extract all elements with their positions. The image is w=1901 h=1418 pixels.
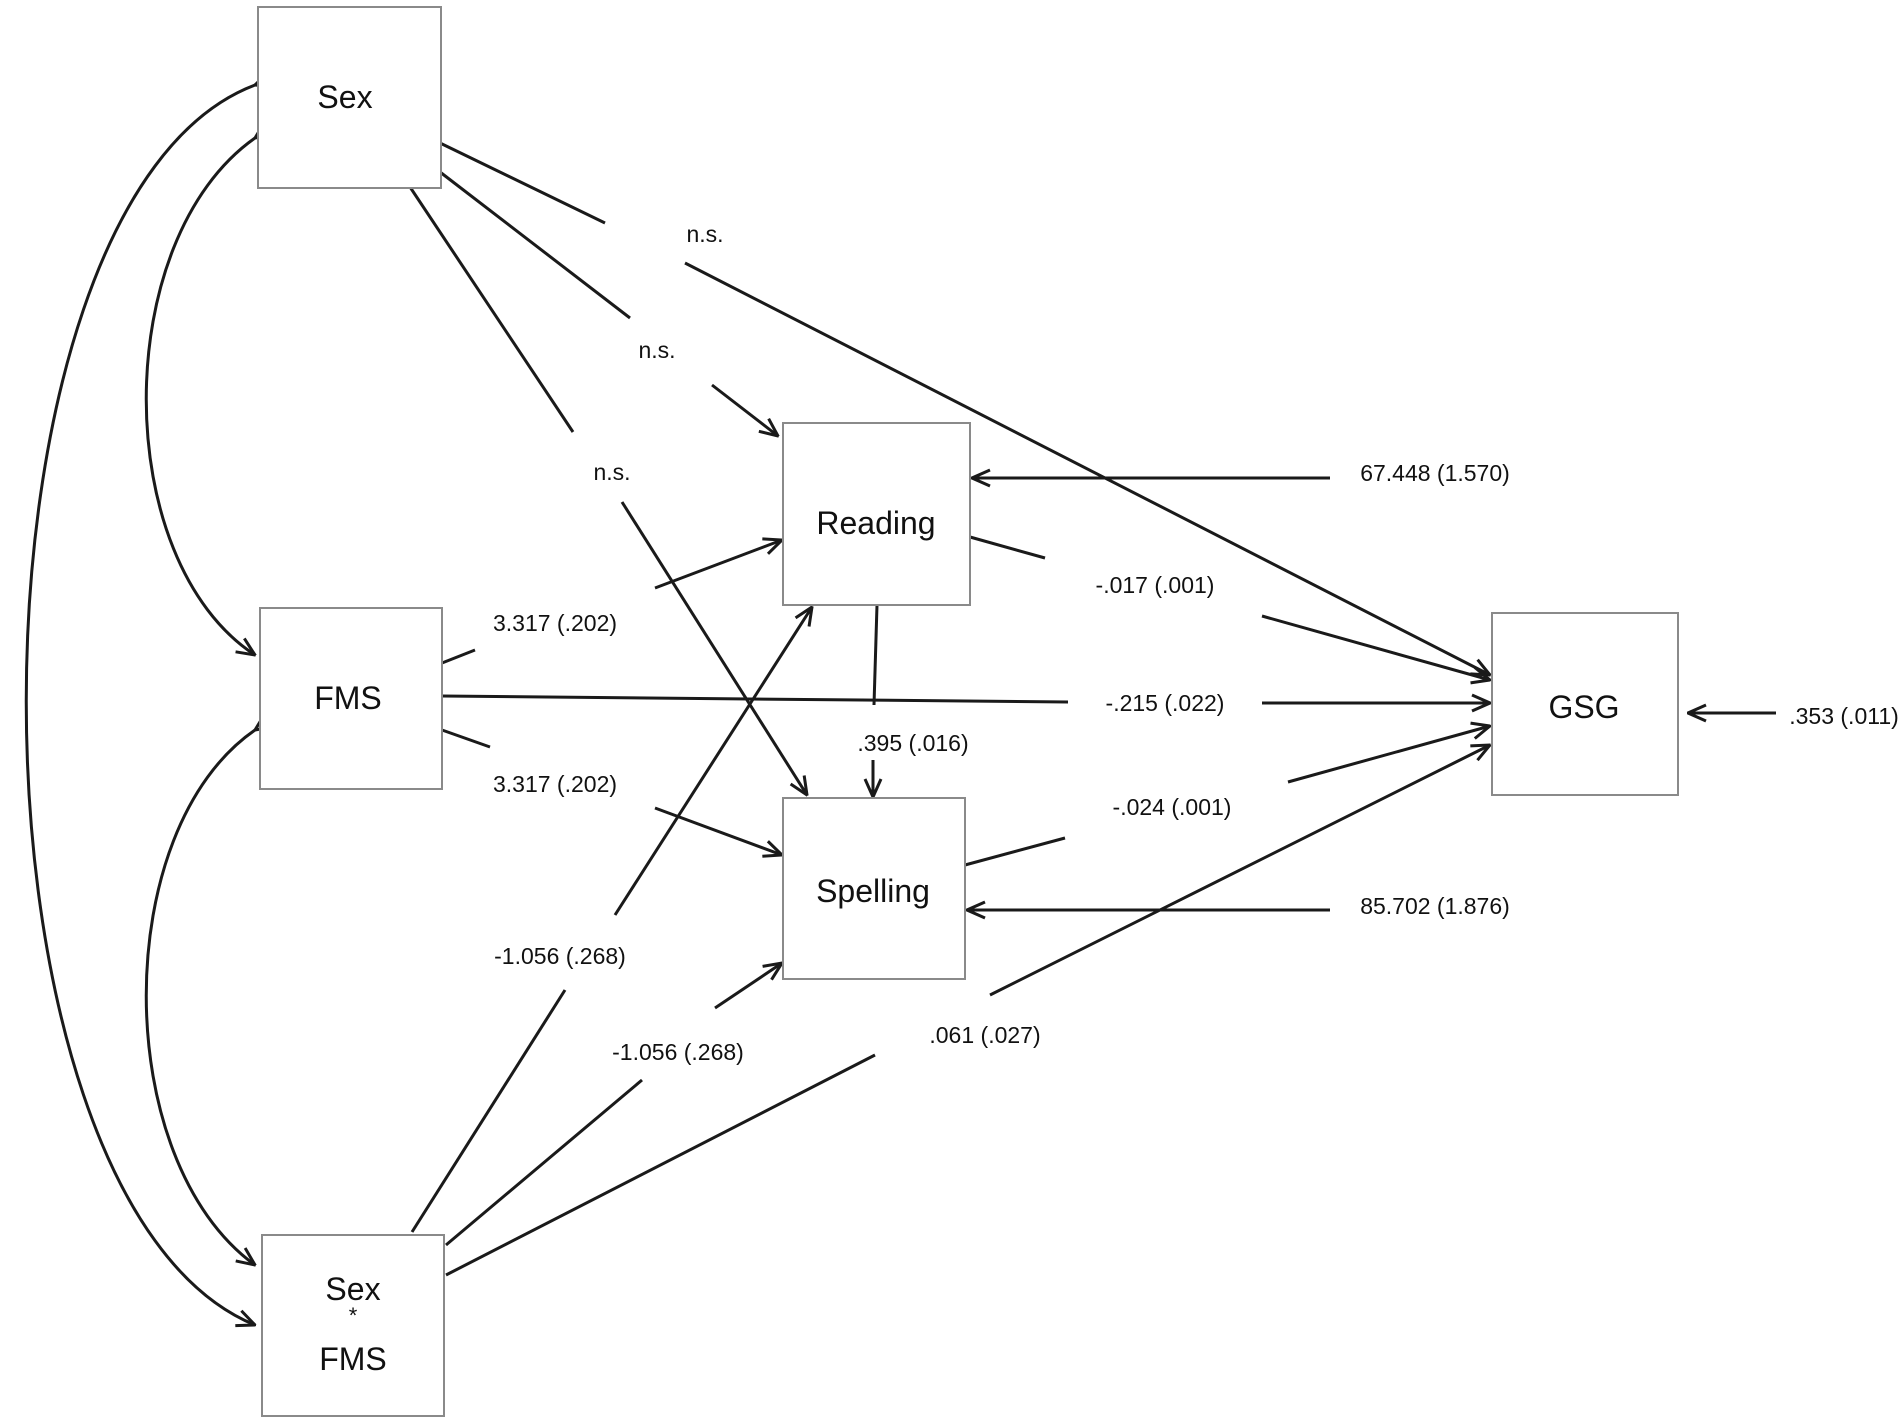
edge-sex-gsg-arrow bbox=[684, 261, 1490, 675]
edge-interaction-reading-arrow bbox=[613, 607, 812, 916]
label-residual-reading: 67.448 (1.570) bbox=[1360, 460, 1510, 486]
label-fms-spelling: 3.317 (.202) bbox=[493, 771, 617, 797]
node-interaction-line2: FMS bbox=[319, 1341, 387, 1377]
edge-interaction-spelling-arrow bbox=[714, 963, 782, 1010]
residual-labels: 67.448 (1.570) 85.702 (1.876) .353 (.011… bbox=[1360, 460, 1899, 919]
node-interaction: Sex * FMS bbox=[261, 1234, 445, 1417]
edge-fms-reading bbox=[441, 648, 476, 665]
label-residual-gsg: .353 (.011) bbox=[1789, 703, 1899, 729]
node-spelling: Spelling bbox=[782, 797, 966, 980]
edge-interaction-gsg-arrow bbox=[989, 745, 1490, 997]
node-gsg-label: GSG bbox=[1548, 689, 1619, 725]
label-residual-spelling: 85.702 (1.876) bbox=[1360, 893, 1510, 919]
edge-interaction-gsg bbox=[445, 1053, 876, 1277]
label-sex-spelling: n.s. bbox=[593, 459, 630, 485]
edge-reading-gsg-arrow bbox=[1261, 614, 1490, 680]
label-sex-gsg: n.s. bbox=[686, 221, 723, 247]
edge-sex-reading bbox=[439, 170, 631, 320]
edge-fms-spelling-arrow bbox=[654, 806, 782, 855]
edge-sex-reading-arrow bbox=[711, 383, 778, 436]
label-sex-reading: n.s. bbox=[638, 337, 675, 363]
label-interaction-gsg: .061 (.027) bbox=[929, 1022, 1040, 1048]
node-interaction-symbol: * bbox=[349, 1303, 358, 1328]
label-fms-reading: 3.317 (.202) bbox=[493, 610, 617, 636]
node-fms: FMS bbox=[259, 607, 443, 790]
node-reading-label: Reading bbox=[816, 505, 935, 541]
edge-sex-gsg bbox=[439, 141, 606, 225]
node-fms-label: FMS bbox=[314, 680, 382, 716]
path-labels: n.s. n.s. n.s. 3.317 (.202) 3.317 (.202)… bbox=[493, 221, 1231, 1065]
edge-sex-spelling bbox=[408, 186, 575, 433]
node-interaction-line1: Sex bbox=[325, 1271, 380, 1307]
edge-interaction-spelling bbox=[445, 1078, 643, 1247]
label-fms-gsg: -.215 (.022) bbox=[1106, 690, 1225, 716]
node-reading: Reading bbox=[782, 422, 971, 606]
node-sex: Sex bbox=[257, 6, 442, 189]
edge-sex-spelling-arrow bbox=[620, 501, 807, 795]
edge-fms-reading-arrow bbox=[654, 540, 782, 590]
label-reading-spelling: .395 (.016) bbox=[857, 730, 968, 756]
edge-reading-gsg bbox=[969, 535, 1046, 560]
label-interaction-reading: -1.056 (.268) bbox=[494, 943, 626, 969]
cov-sex-fms bbox=[144, 138, 255, 655]
label-interaction-spelling: -1.056 (.268) bbox=[612, 1039, 744, 1065]
edge-fms-gsg bbox=[441, 694, 1069, 704]
node-gsg: GSG bbox=[1491, 612, 1679, 796]
node-spelling-label: Spelling bbox=[816, 873, 930, 909]
cov-fms-interaction bbox=[144, 730, 255, 1265]
node-sex-label: Sex bbox=[317, 79, 372, 115]
cov-sex-interaction bbox=[24, 85, 255, 1325]
residual-arrows bbox=[967, 478, 1776, 910]
edge-reading-spelling bbox=[872, 604, 879, 706]
path-lines bbox=[408, 141, 1490, 1277]
edge-fms-spelling bbox=[441, 728, 491, 749]
edge-spelling-gsg-arrow bbox=[1287, 726, 1490, 784]
label-reading-gsg: -.017 (.001) bbox=[1096, 572, 1215, 598]
covariance-curves bbox=[24, 85, 255, 1325]
edge-spelling-gsg bbox=[964, 836, 1066, 867]
label-spelling-gsg: -.024 (.001) bbox=[1113, 794, 1232, 820]
edge-interaction-reading bbox=[410, 989, 567, 1233]
